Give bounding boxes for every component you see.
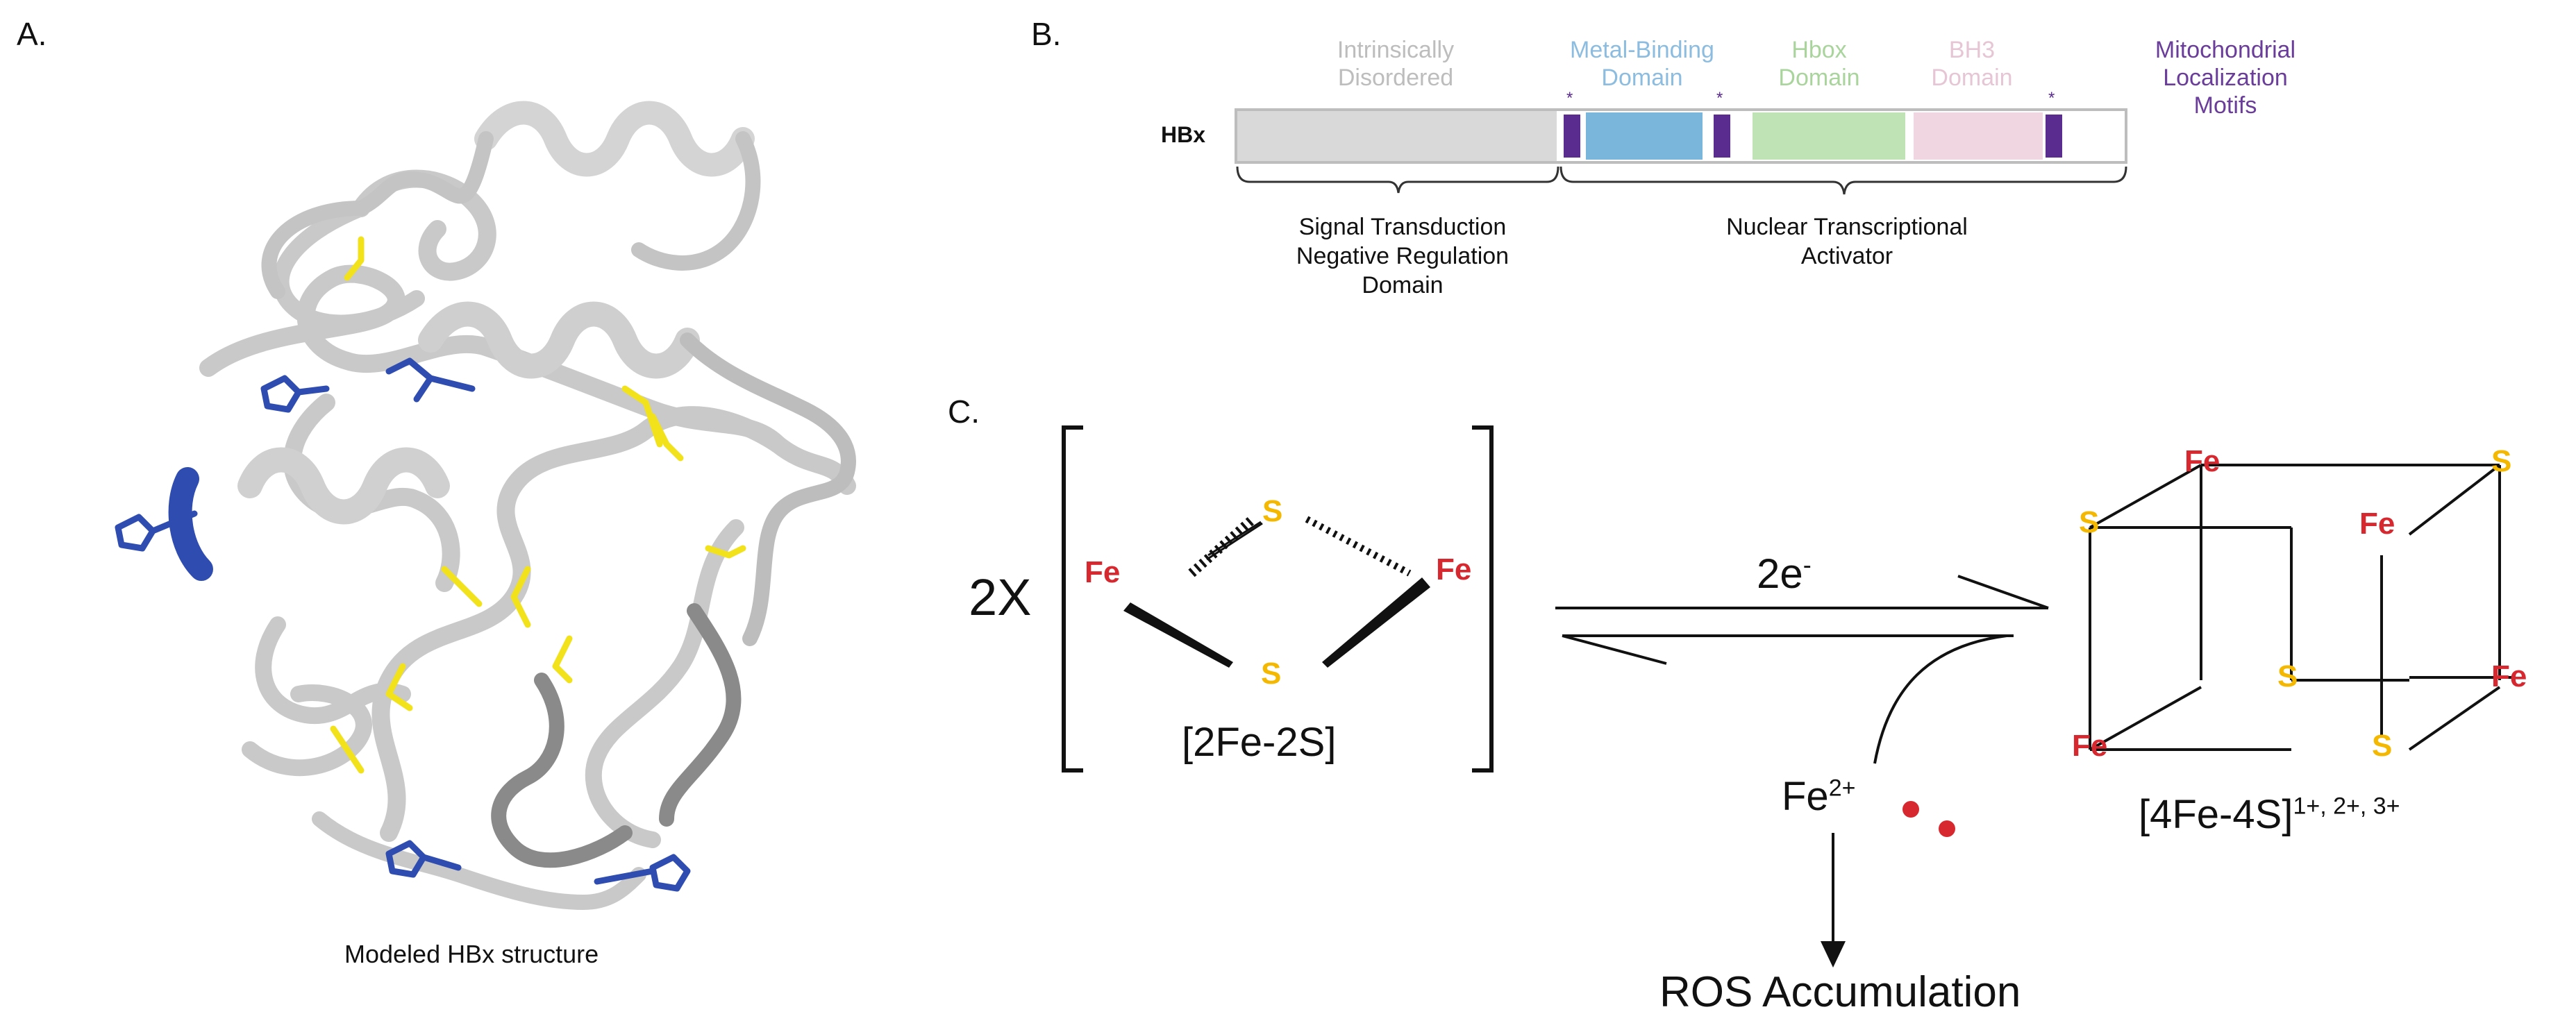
- bottom-loop: [312, 811, 646, 910]
- helix-middle: [418, 301, 700, 379]
- domain-block-disordered: [1237, 111, 1557, 161]
- multiplier-2x: 2X: [969, 568, 1032, 626]
- helix-top: [474, 101, 755, 177]
- panel-b-letter: B.: [1031, 16, 1062, 52]
- atom-s-bottom: S: [1261, 657, 1282, 691]
- cluster-label-4fe-4s: [4Fe-4S]1+, 2+, 3+: [2139, 792, 2400, 837]
- domain-block-bh3: [1914, 112, 2043, 160]
- motif-marker-2: *: [1716, 89, 1723, 108]
- electron-label: 2e-: [1757, 550, 1812, 597]
- radical-dot-1: [1902, 801, 1919, 818]
- cube-s-bottom-right: S: [2372, 729, 2393, 763]
- ros-label: ROS Accumulation: [1659, 968, 2021, 1016]
- wedge-bond-left: [1123, 602, 1233, 668]
- ros-arrowhead: [1821, 941, 1846, 968]
- radical-dot-2: [1939, 820, 1955, 837]
- domain-block-hbox: [1753, 112, 1905, 160]
- cluster-label-2fe-2s: [2Fe-2S]: [1182, 720, 1337, 765]
- motif-block-1: [1564, 115, 1580, 158]
- hashed-bond-right: [1305, 516, 1412, 577]
- release-curve: [1873, 634, 2007, 764]
- dashed-bond-left: [1206, 521, 1263, 561]
- cube-fe-front-bottom: Fe: [2072, 729, 2108, 763]
- atom-fe-right: Fe: [1436, 552, 1472, 586]
- cube-s-front-left: S: [2079, 505, 2100, 539]
- right-loop: [680, 332, 856, 646]
- motif-marker-3: *: [2048, 89, 2055, 108]
- cysteine-residues: [330, 236, 746, 774]
- motif-marker-1: *: [1566, 89, 1573, 108]
- cube-fe-back-bottom: Fe: [2491, 659, 2527, 693]
- panel-c-letter: C.: [948, 394, 980, 430]
- cube-s-middle: S: [2277, 659, 2298, 693]
- top-loop-2: [631, 131, 761, 271]
- cube-fe-front-right: Fe: [2359, 507, 2395, 541]
- motif-block-3: [2046, 115, 2062, 158]
- structure-caption: Modeled HBx structure: [344, 940, 599, 968]
- cube-edges: [2089, 464, 2514, 751]
- bracket-open: [1062, 425, 1083, 773]
- cube-fe-back-left: Fe: [2184, 444, 2220, 478]
- bracket-right: [1559, 166, 2127, 195]
- bracket-left: [1236, 166, 1559, 194]
- cube-s-back-right: S: [2491, 444, 2512, 478]
- dark-strand-2: [659, 603, 742, 827]
- domain-block-metal-binding: [1586, 112, 1703, 160]
- blue-helix-segment: [168, 467, 213, 581]
- atom-fe-left: Fe: [1085, 555, 1121, 589]
- hbx-protein-label: HBx: [1161, 122, 1206, 147]
- equilibrium-arrows: [1555, 575, 2049, 665]
- helix-left: [237, 447, 450, 525]
- atom-s-top: S: [1262, 494, 1283, 528]
- panel-a-letter: A.: [17, 16, 47, 52]
- top-loop: [261, 131, 494, 299]
- bracket-close: [1472, 425, 1494, 773]
- iron-ion-label: Fe2+: [1782, 774, 1856, 819]
- dark-strand: [491, 673, 633, 868]
- wedge-bond-right: [1322, 577, 1430, 668]
- motif-block-2: [1714, 115, 1730, 158]
